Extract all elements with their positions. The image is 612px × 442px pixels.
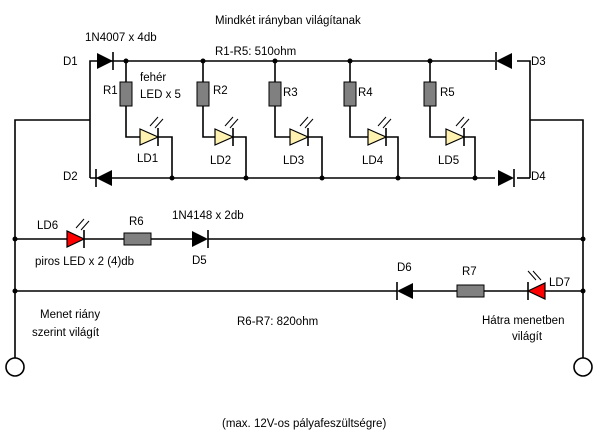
- branch-1: [119, 58, 175, 181]
- branch-3: [268, 58, 325, 181]
- ld1-label: LD1: [137, 153, 158, 165]
- white-led-label-2: LED x 5: [140, 89, 181, 101]
- r6-r7-label: R6-R7: 820ohm: [237, 316, 318, 328]
- ld4-label: LD4: [362, 155, 384, 167]
- d3-label: D3: [531, 56, 546, 68]
- led-ld5-icon: [445, 116, 470, 146]
- led-ld3-icon: [289, 116, 314, 146]
- resistor-r3-icon: [268, 81, 282, 107]
- r3-label: R3: [283, 87, 298, 99]
- ld6-label: LD6: [37, 220, 58, 232]
- d5-label: D5: [192, 255, 207, 267]
- forward-label-1: Menet riány: [40, 309, 100, 321]
- led-ld7-icon: [526, 270, 546, 300]
- bridge-diodes-label: 1N4007 x 4db: [85, 32, 157, 44]
- resistor-r7-icon: [456, 284, 485, 298]
- ld2-label: LD2: [210, 155, 231, 167]
- branch-4: [343, 58, 401, 181]
- reverse-line: [12, 270, 586, 300]
- r4-label: R4: [358, 87, 373, 99]
- resistor-r6-icon: [123, 232, 152, 246]
- footer-note: (max. 12V-os pályafeszültségre): [222, 418, 386, 430]
- r6-label: R6: [129, 216, 144, 228]
- white-led-label-1: fehér: [140, 72, 166, 84]
- small-diodes-label: 1N4148 x 2db: [172, 210, 244, 222]
- ld7-label: LD7: [549, 277, 570, 289]
- branch-2: [196, 58, 249, 181]
- reverse-label-1: Hátra menetben: [482, 315, 564, 327]
- d4-label: D4: [531, 171, 546, 183]
- diagram-title: Mindkét irányban világítanak: [215, 15, 361, 27]
- ld5-label: LD5: [438, 155, 459, 167]
- forward-line: [12, 218, 586, 248]
- red-leds-label: piros LED x 2 (4)db: [35, 256, 134, 268]
- resistor-r2-icon: [196, 81, 210, 107]
- r5-label: R5: [440, 87, 455, 99]
- r7-label: R7: [462, 266, 477, 278]
- r1-r5-label: R1-R5: 510ohm: [215, 46, 296, 58]
- led-ld4-icon: [367, 116, 392, 146]
- resistor-r5-icon: [423, 81, 437, 107]
- diode-d1-icon: [97, 52, 114, 70]
- led-ld6-icon: [66, 218, 90, 248]
- r2-label: R2: [213, 85, 228, 97]
- resistor-r4-icon: [343, 81, 357, 107]
- branch-5: [423, 58, 478, 181]
- diode-d4-icon: [498, 169, 515, 187]
- d1-label: D1: [63, 56, 78, 68]
- right-terminal-icon: [573, 357, 593, 377]
- led-ld1-icon: [139, 116, 164, 146]
- diode-d6-icon: [396, 282, 413, 300]
- led-ld2-icon: [214, 116, 239, 146]
- bridge-wiring: [14, 60, 584, 358]
- r1-label: R1: [103, 85, 118, 97]
- diode-d2-icon: [95, 169, 112, 187]
- left-terminal-icon: [5, 357, 25, 377]
- d6-label: D6: [397, 262, 412, 274]
- diode-d3-icon: [495, 52, 512, 70]
- d2-label: D2: [63, 171, 78, 183]
- ld3-label: LD3: [283, 155, 304, 167]
- reverse-label-2: világít: [512, 331, 543, 343]
- diode-d5-icon: [192, 230, 209, 248]
- forward-label-2: szerint világít: [32, 327, 100, 339]
- resistor-r1-icon: [119, 81, 133, 107]
